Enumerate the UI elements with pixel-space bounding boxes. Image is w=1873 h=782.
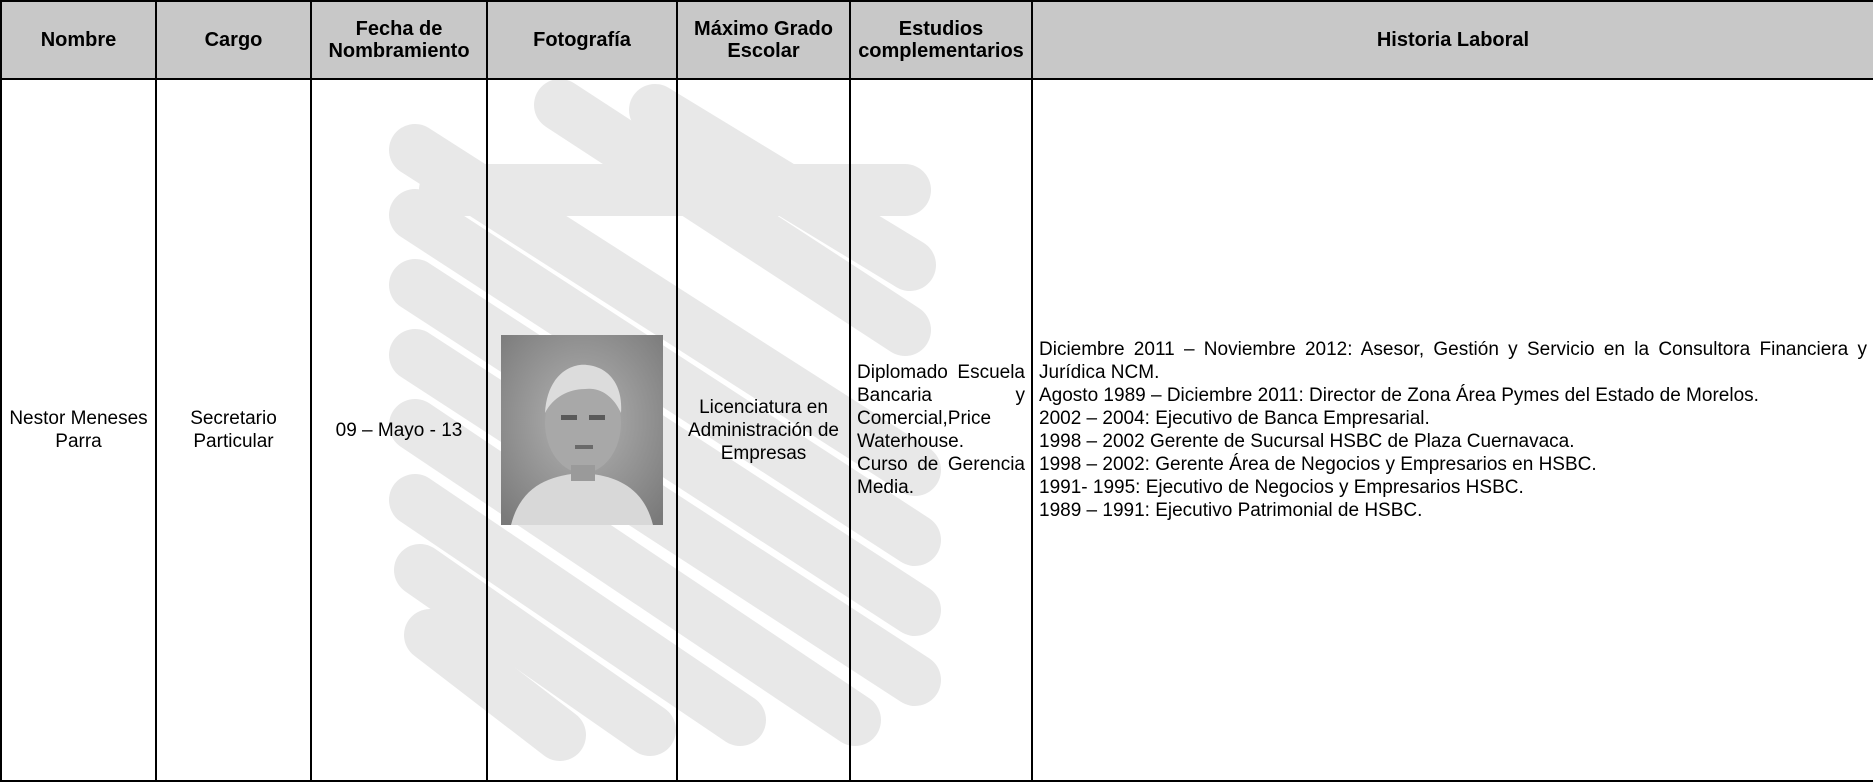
cell-fotografia: [486, 78, 678, 782]
header-nombre: Nombre: [0, 0, 157, 80]
header-historia: Historia Laboral: [1031, 0, 1873, 80]
cell-cargo: Secretario Particular: [155, 78, 312, 782]
table-row: Nestor Meneses Parra Secretario Particul…: [0, 78, 1873, 782]
historia-item: 1989 – 1991: Ejecutivo Patrimonial de HS…: [1039, 500, 1423, 521]
header-cargo: Cargo: [155, 0, 312, 80]
header-row: Nombre Cargo Fecha de Nombramiento Fotog…: [0, 0, 1873, 80]
historia-item: 1998 – 2002: Gerente Área de Negocios y …: [1039, 454, 1597, 475]
historia-item: 1998 – 2002 Gerente de Sucursal HSBC de …: [1039, 431, 1575, 452]
historia-item: 2002 – 2004: Ejecutivo de Banca Empresar…: [1039, 408, 1430, 429]
cell-fecha: 09 – Mayo - 13: [310, 78, 488, 782]
historia-item: Diciembre 2011 – Noviembre 2012: Asesor,…: [1039, 339, 1867, 383]
historia-item: Agosto 1989 – Diciembre 2011: Director d…: [1039, 385, 1759, 406]
portrait-photo-icon: [501, 335, 663, 525]
historia-item: 1991- 1995: Ejecutivo de Negocios y Empr…: [1039, 477, 1524, 498]
cell-historia: Diciembre 2011 – Noviembre 2012: Asesor,…: [1031, 78, 1873, 782]
cell-nombre: Nestor Meneses Parra: [0, 78, 157, 782]
estudios-item: Curso de Gerencia Media.: [857, 454, 1025, 498]
header-grado: Máximo Grado Escolar: [676, 0, 851, 80]
header-fecha: Fecha de Nombramiento: [310, 0, 488, 80]
header-estudios: Estudios complementarios: [849, 0, 1033, 80]
estudios-item: Diplomado Escuela Bancaria y Comercial,P…: [857, 362, 1025, 452]
cell-grado: Licenciatura en Administración de Empres…: [676, 78, 851, 782]
cell-estudios: Diplomado Escuela Bancaria y Comercial,P…: [849, 78, 1033, 782]
header-fotografia: Fotografía: [486, 0, 678, 80]
